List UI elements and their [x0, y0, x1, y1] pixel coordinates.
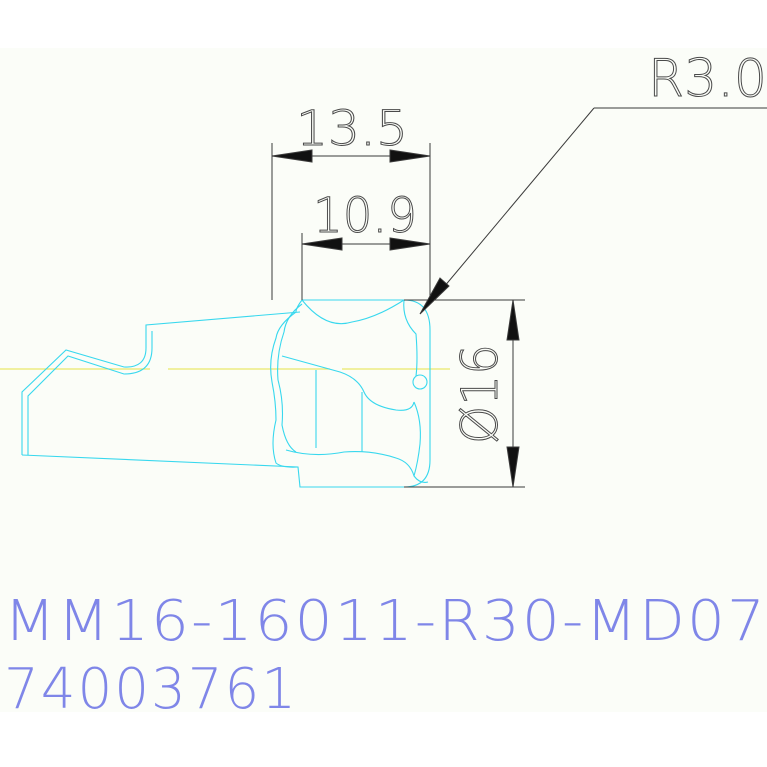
drawing-sheet: [0, 48, 767, 712]
arrowhead: [506, 299, 520, 341]
arrowhead: [389, 149, 431, 163]
arrowhead: [506, 446, 520, 488]
part-code: MM16-16011-R30-MD07: [4, 589, 767, 654]
arrowhead: [271, 149, 313, 163]
dimension-diameter-16: Ø16: [451, 344, 509, 444]
arrowhead: [419, 277, 450, 315]
dimension-r3: R3.0: [648, 49, 767, 109]
arrowhead: [389, 237, 431, 251]
insert-outline: [21, 299, 431, 488]
dimension-13-5: 13.5: [296, 101, 408, 157]
dimension-10-9: 10.9: [313, 188, 417, 244]
part-number: 74003761: [4, 657, 298, 722]
arrowhead: [301, 237, 343, 251]
dimension-lines: [271, 107, 767, 488]
